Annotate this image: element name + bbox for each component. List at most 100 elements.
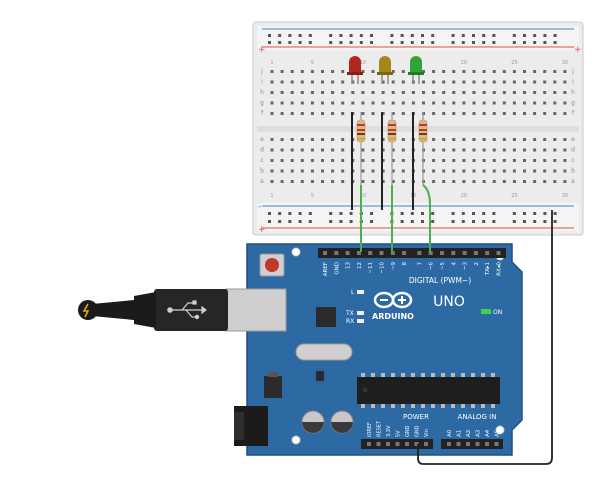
terminal-hole[interactable] [270,148,274,152]
terminal-hole[interactable] [280,169,284,173]
terminal-hole[interactable] [533,101,537,105]
terminal-hole[interactable] [523,180,526,183]
terminal-hole[interactable] [523,159,526,162]
terminal-hole[interactable] [553,180,557,183]
terminal-hole[interactable] [371,112,375,115]
terminal-hole[interactable] [553,101,557,105]
terminal-hole[interactable] [300,138,304,141]
terminal-hole[interactable] [472,159,476,162]
terminal-hole[interactable] [462,180,466,183]
terminal-hole[interactable] [543,148,547,152]
terminal-hole[interactable] [543,169,547,173]
rail-hole[interactable] [339,41,343,44]
terminal-hole[interactable] [563,169,567,173]
terminal-hole[interactable] [381,169,385,173]
terminal-hole[interactable] [482,70,486,73]
terminal-hole[interactable] [502,101,506,105]
terminal-hole[interactable] [391,169,395,173]
terminal-hole[interactable] [280,112,284,115]
terminal-hole[interactable] [270,70,274,73]
terminal-hole[interactable] [321,70,324,73]
terminal-hole[interactable] [432,148,436,152]
terminal-hole[interactable] [432,169,436,173]
terminal-hole[interactable] [432,70,436,73]
terminal-hole[interactable] [341,180,345,183]
terminal-hole[interactable] [361,112,365,115]
terminal-hole[interactable] [442,180,446,183]
digital-pin-hole[interactable] [485,251,490,255]
terminal-hole[interactable] [280,148,284,152]
rail-hole[interactable] [298,212,302,215]
terminal-hole[interactable] [391,148,395,152]
terminal-hole[interactable] [442,169,446,173]
terminal-hole[interactable] [341,70,345,73]
rail-hole[interactable] [390,41,394,44]
terminal-hole[interactable] [331,70,335,73]
terminal-hole[interactable] [523,70,526,73]
terminal-hole[interactable] [310,70,314,73]
digital-pin-hole[interactable] [379,251,384,255]
terminal-hole[interactable] [331,169,335,173]
power-pin-hole[interactable] [424,442,428,446]
terminal-hole[interactable] [482,138,486,141]
terminal-hole[interactable] [270,91,274,94]
terminal-hole[interactable] [502,91,506,94]
terminal-hole[interactable] [452,80,456,84]
usb-b-port[interactable] [225,288,287,332]
rail-hole[interactable] [339,220,343,223]
digital-pin-hole[interactable] [323,251,327,255]
terminal-hole[interactable] [492,80,496,84]
rail-hole[interactable] [461,41,465,44]
terminal-hole[interactable] [391,91,395,94]
rail-hole[interactable] [370,220,373,223]
terminal-hole[interactable] [401,112,405,115]
terminal-hole[interactable] [371,80,375,84]
terminal-hole[interactable] [361,80,365,84]
rail-hole[interactable] [268,212,271,215]
terminal-hole[interactable] [432,112,436,115]
terminal-hole[interactable] [442,148,446,152]
digital-pin-hole[interactable] [440,251,444,255]
rail-hole[interactable] [543,220,547,223]
rail-hole[interactable] [492,34,496,37]
rail-hole[interactable] [543,212,547,215]
rail-hole[interactable] [553,220,557,223]
terminal-hole[interactable] [371,101,375,105]
digital-pin-hole[interactable] [390,251,395,255]
terminal-hole[interactable] [300,159,304,162]
terminal-hole[interactable] [310,91,314,94]
rail-hole[interactable] [308,220,312,223]
analog-pin-hole[interactable] [494,442,499,446]
terminal-hole[interactable] [331,138,335,141]
rail-hole[interactable] [472,212,475,215]
terminal-hole[interactable] [391,159,395,162]
terminal-hole[interactable] [290,112,294,115]
terminal-hole[interactable] [300,70,304,73]
terminal-hole[interactable] [492,169,496,173]
terminal-hole[interactable] [492,148,496,152]
terminal-hole[interactable] [280,101,284,105]
terminal-hole[interactable] [442,91,446,94]
terminal-hole[interactable] [523,80,526,84]
terminal-hole[interactable] [502,169,506,173]
terminal-hole[interactable] [361,169,365,173]
rail-hole[interactable] [370,212,373,215]
terminal-hole[interactable] [533,70,537,73]
analog-pin-hole[interactable] [466,442,470,446]
terminal-hole[interactable] [391,180,395,183]
terminal-hole[interactable] [452,180,456,183]
terminal-hole[interactable] [472,70,476,73]
terminal-hole[interactable] [442,80,446,84]
terminal-hole[interactable] [270,112,274,115]
terminal-hole[interactable] [321,91,324,94]
rail-hole[interactable] [410,41,414,44]
terminal-hole[interactable] [492,180,496,183]
terminal-hole[interactable] [482,91,486,94]
terminal-hole[interactable] [543,138,547,141]
rail-hole[interactable] [431,212,435,215]
rail-hole[interactable] [329,41,333,44]
digital-pin-hole[interactable] [368,251,373,255]
terminal-hole[interactable] [290,148,294,152]
terminal-hole[interactable] [371,91,375,94]
rail-hole[interactable] [298,220,302,223]
